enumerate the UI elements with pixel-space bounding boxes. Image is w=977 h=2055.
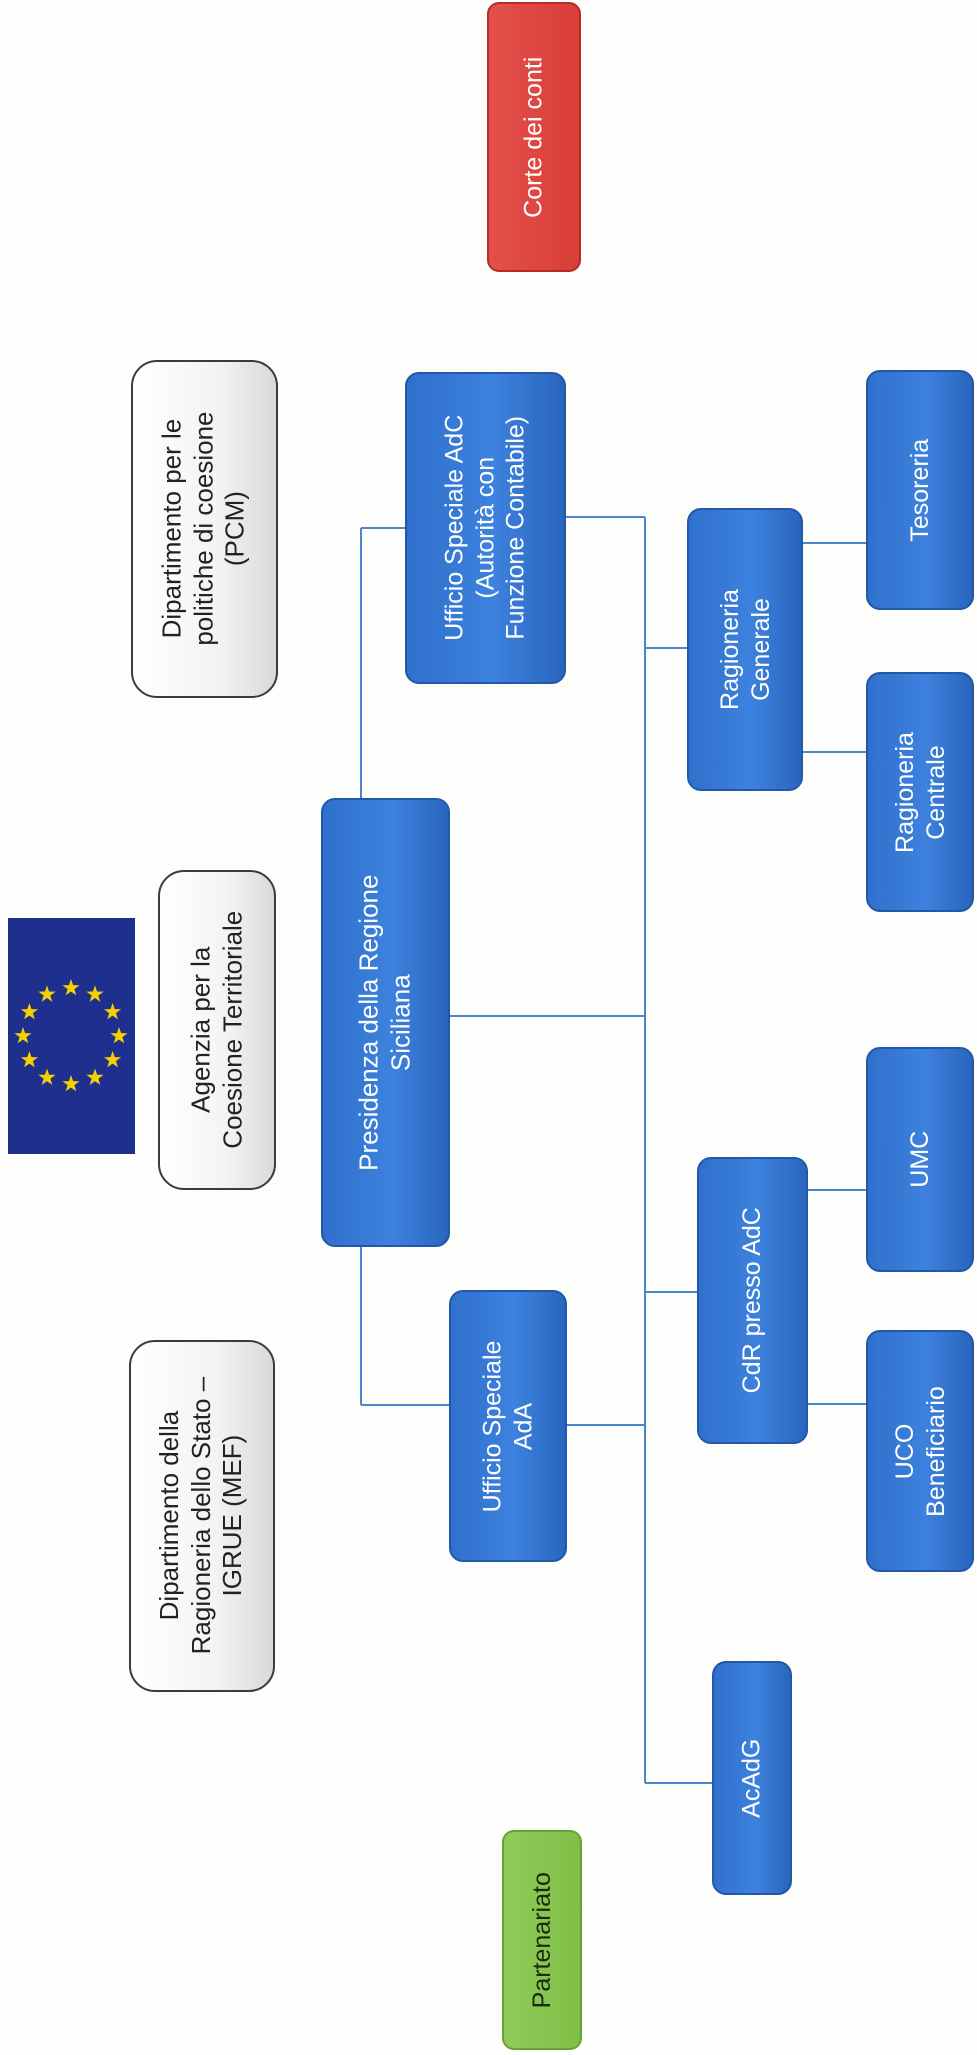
umc-label: UMC <box>905 1131 934 1188</box>
eu-star-icon <box>20 1003 38 1020</box>
dipartimento-politiche-coesione-box: Dipartimento per le politiche di coesion… <box>131 360 278 698</box>
cdr-presso-adc-label: CdR presso AdC <box>738 1207 767 1394</box>
tesoreria-label: Tesoreria <box>905 438 934 542</box>
agenzia-coesione-box: Agenzia per la Coesione Territoriale <box>158 870 276 1190</box>
cdr-presso-adc-box: CdR presso AdC <box>697 1157 808 1444</box>
eu-star-icon <box>104 1003 122 1020</box>
partenariato-box: Partenariato <box>502 1830 582 2050</box>
ragioneria-generale-box: Ragioneria Generale <box>687 508 803 791</box>
corte-dei-conti-box: Corte dei conti <box>487 2 581 272</box>
eu-star-icon <box>38 1068 56 1085</box>
eu-flag-icon <box>8 918 135 1154</box>
ragioneria-centrale-box: Ragioneria Centrale <box>866 672 974 912</box>
eu-star-icon <box>14 1027 32 1044</box>
uco-beneficiario-box: UCO Beneficiario <box>866 1330 974 1572</box>
acadg-box: AcAdG <box>712 1661 792 1895</box>
ufficio-speciale-adc-label: Ufficio Speciale AdC (Autorità con Funzi… <box>440 414 530 642</box>
eu-star-icon <box>86 985 104 1002</box>
corte-dei-conti-label: Corte dei conti <box>519 56 548 218</box>
dipartimento-ragioneria-box: Dipartimento della Ragioneria dello Stat… <box>129 1340 275 1692</box>
eu-star-icon <box>104 1051 122 1068</box>
umc-box: UMC <box>866 1047 974 1272</box>
presidenza-regione-box: Presidenza della Regione Siciliana <box>321 798 450 1247</box>
eu-star-icon <box>62 1075 80 1092</box>
dipartimento-ragioneria-label: Dipartimento della Ragioneria dello Stat… <box>154 1377 248 1655</box>
eu-star-icon <box>62 979 80 996</box>
eu-star-icon <box>110 1027 128 1044</box>
ufficio-speciale-adc-box: Ufficio Speciale AdC (Autorità con Funzi… <box>405 372 566 684</box>
agenzia-coesione-label: Agenzia per la Coesione Territoriale <box>185 911 248 1149</box>
eu-star-icon <box>38 985 56 1002</box>
ufficio-speciale-ada-box: Ufficio Speciale AdA <box>449 1290 567 1562</box>
ragioneria-generale-label: Ragioneria Generale <box>715 589 775 710</box>
dipartimento-politiche-coesione-label: Dipartimento per le politiche di coesion… <box>156 411 251 647</box>
eu-star-icon <box>20 1051 38 1068</box>
uco-beneficiario-label: UCO Beneficiario <box>890 1385 950 1517</box>
tesoreria-box: Tesoreria <box>866 370 974 610</box>
ufficio-speciale-ada-label: Ufficio Speciale AdA <box>478 1340 538 1512</box>
presidenza-regione-label: Presidenza della Regione Siciliana <box>353 874 416 1171</box>
ragioneria-centrale-label: Ragioneria Centrale <box>890 731 950 853</box>
partenariato-label: Partenariato <box>527 1871 556 2009</box>
eu-star-icon <box>86 1068 104 1085</box>
acadg-label: AcAdG <box>737 1738 766 1818</box>
